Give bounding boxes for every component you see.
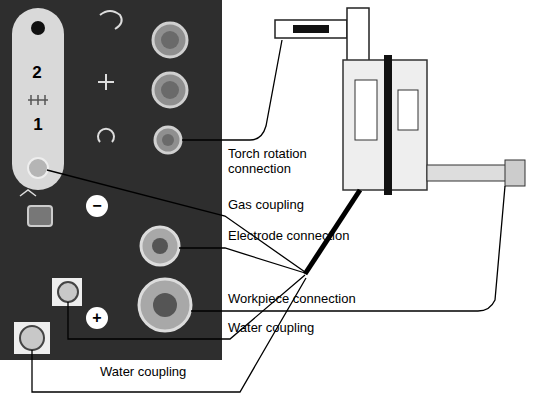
- polarity-circle: [86, 307, 108, 329]
- callout-label: Workpiece connection: [228, 291, 356, 306]
- callout-label: Electrode connection: [228, 228, 349, 243]
- torch-rotation-socket: [155, 127, 181, 153]
- socket: [28, 206, 52, 226]
- polarity-circle: [86, 195, 108, 217]
- socket: [162, 134, 174, 146]
- panel-marking: 2: [30, 64, 44, 82]
- electrode-socket: [141, 227, 179, 265]
- torch-strip: [384, 55, 392, 195]
- indicator-dot: [31, 21, 45, 35]
- icon: [20, 190, 36, 196]
- water-coupling: [58, 282, 78, 302]
- socket: [153, 73, 187, 107]
- control-panel: [0, 0, 222, 360]
- selector-oval: [12, 8, 64, 190]
- panel-marking: +: [90, 309, 104, 327]
- torch-arm: [275, 20, 347, 38]
- panel-marking: 1: [31, 116, 45, 134]
- icon: [98, 129, 114, 142]
- icon: [100, 11, 122, 29]
- socket: [152, 238, 168, 254]
- torch-part: [355, 80, 377, 140]
- callout-label: Water coupling: [228, 320, 314, 335]
- torch-nozzle: [427, 165, 507, 181]
- socket: [161, 31, 179, 49]
- torch-arm-bar: [293, 25, 329, 33]
- icon: [98, 74, 114, 90]
- callout-label: Gas coupling: [228, 197, 304, 212]
- coupling-plate: [52, 278, 82, 306]
- torch-part: [398, 90, 418, 130]
- callout-label: Water coupling: [100, 364, 186, 379]
- socket: [153, 23, 187, 57]
- mode-icon: [28, 95, 48, 105]
- socket: [153, 293, 177, 317]
- callout-label: Torch rotation connection: [228, 146, 314, 176]
- gas-coupling: [28, 158, 48, 178]
- workpiece-socket: [139, 279, 191, 331]
- panel-marking: −: [90, 197, 104, 215]
- water-coupling: [20, 326, 44, 350]
- socket: [161, 81, 179, 99]
- torch-column: [347, 8, 369, 68]
- leader-lines: [32, 40, 505, 392]
- torch-tip: [505, 160, 525, 186]
- coupling-plate: [14, 322, 50, 354]
